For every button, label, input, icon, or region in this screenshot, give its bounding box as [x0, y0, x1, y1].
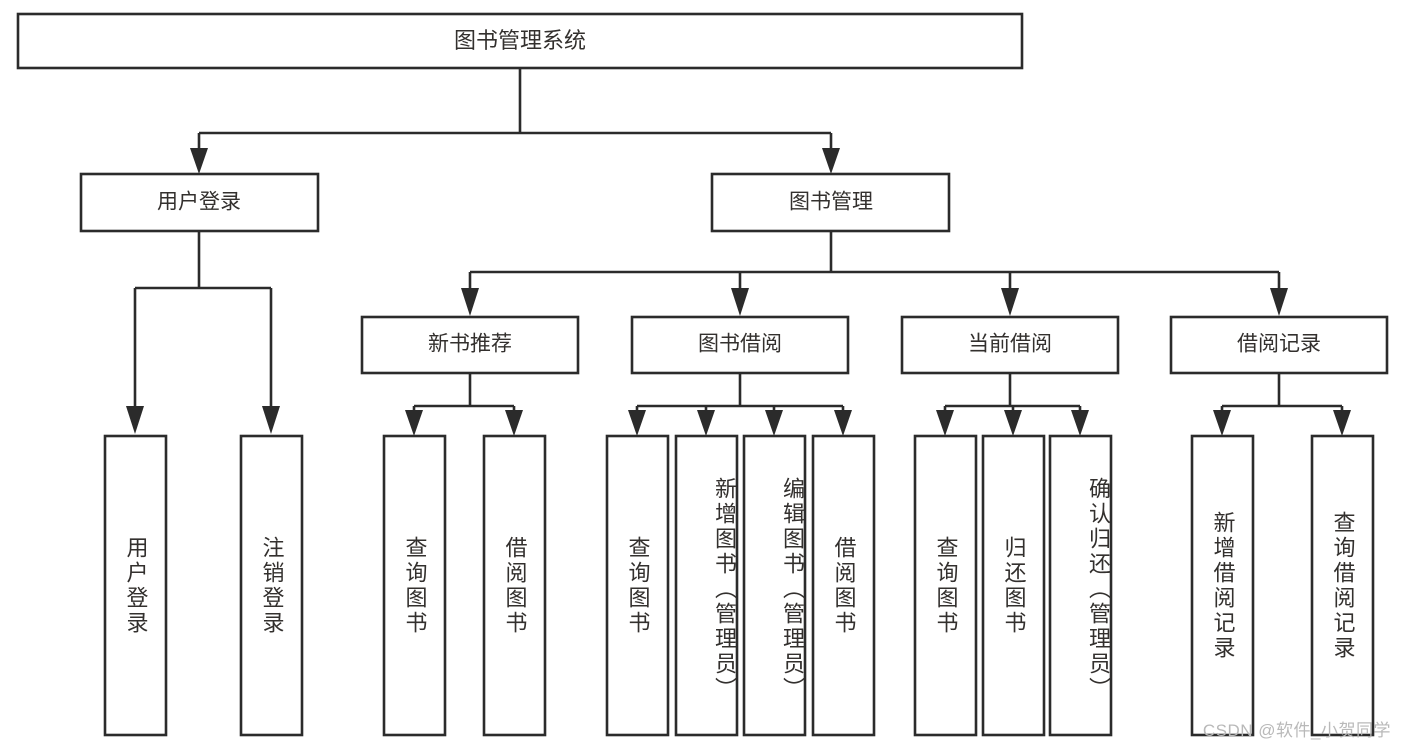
leaf-bb-borrow-book-box[interactable] [811, 434, 876, 737]
node-book-manage-box[interactable] [710, 172, 951, 233]
arrowhead-br-query-record [1333, 410, 1351, 436]
leaf-bb-add-book-box[interactable] [674, 434, 739, 737]
leaf-user-login-box[interactable] [103, 434, 168, 737]
node-current-borrow-box[interactable] [900, 315, 1120, 375]
node-book-manage[interactable]: 图书管理 [710, 172, 951, 233]
connector-layer [126, 68, 1351, 436]
arrowhead-leaf-user-logout [262, 406, 280, 434]
leaf-nb-borrow-book-box[interactable] [482, 434, 547, 737]
leaf-bb-query-book-box[interactable] [605, 434, 670, 737]
node-new-book-recommend-box[interactable] [360, 315, 580, 375]
node-borrow-record-box[interactable] [1169, 315, 1389, 375]
node-book-borrow[interactable]: 图书借阅 [630, 315, 850, 375]
arrowhead-book-borrow [731, 288, 749, 316]
arrowhead-nb-query-book [405, 410, 423, 436]
node-user-login[interactable]: 用户登录 [79, 172, 320, 233]
leaf-br-query-record-box[interactable] [1310, 434, 1375, 737]
node-new-book-recommend[interactable]: 新书推荐 [360, 315, 580, 375]
node-book-borrow-box[interactable] [630, 315, 850, 375]
arrowhead-bb-add-book [697, 410, 715, 436]
leaf-cb-confirm-return-box[interactable] [1048, 434, 1113, 737]
node-new-book-recommend-label: 新书推荐 [428, 333, 512, 356]
arrowhead-cb-confirm-return [1071, 410, 1089, 436]
arrowhead-cb-query-book [936, 410, 954, 436]
node-current-borrow-label: 当前借阅 [968, 333, 1052, 356]
node-book-borrow-label: 图书借阅 [698, 333, 782, 356]
node-root-title[interactable]: 图书管理系统 [16, 12, 1024, 70]
node-current-borrow[interactable]: 当前借阅 [900, 315, 1120, 375]
node-root-title-label: 图书管理系统 [454, 28, 586, 53]
arrowhead-bb-edit-book [765, 410, 783, 436]
leaf-cb-query-book-box[interactable] [913, 434, 978, 737]
leaf-user-logout-box[interactable] [239, 434, 304, 737]
arrowhead-bb-borrow-book [834, 410, 852, 436]
arrowhead-br-add-record [1213, 410, 1231, 436]
node-book-manage-label: 图书管理 [789, 191, 873, 214]
arrowhead-current-borrow [1001, 288, 1019, 316]
node-borrow-record-label: 借阅记录 [1237, 333, 1321, 356]
leaf-br-add-record-box[interactable] [1190, 434, 1255, 737]
node-user-login-label: 用户登录 [157, 191, 241, 214]
arrowhead-cb-return-book [1004, 410, 1022, 436]
node-user-login-box[interactable] [79, 172, 320, 233]
arrowhead-nb-borrow-book [505, 410, 523, 436]
arrowhead-book-manage [822, 148, 840, 174]
arrowhead-newbook-rec [461, 288, 479, 316]
leaf-box-layer [103, 434, 1375, 737]
node-borrow-record[interactable]: 借阅记录 [1169, 315, 1389, 375]
arrowhead-user-login [190, 148, 208, 174]
arrowhead-leaf-user-login [126, 406, 144, 434]
node-root-title-box[interactable] [16, 12, 1024, 70]
leaf-bb-edit-book-box[interactable] [742, 434, 807, 737]
leaf-cb-return-book-box[interactable] [981, 434, 1046, 737]
arrowhead-bb-query-book [628, 410, 646, 436]
arrowhead-borrow-record [1270, 288, 1288, 316]
leaf-nb-query-book-box[interactable] [382, 434, 447, 737]
